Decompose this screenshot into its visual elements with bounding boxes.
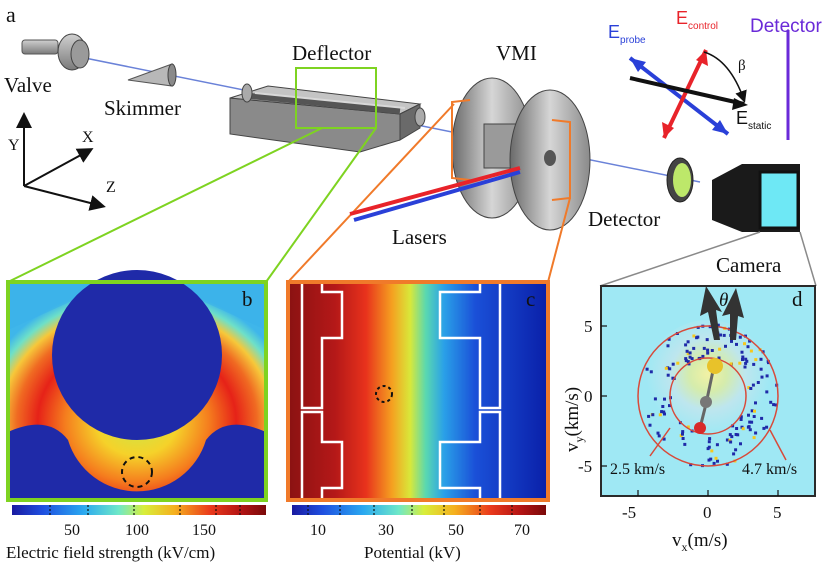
ring-outer-pointer — [769, 429, 787, 461]
colorbar-b-tick-150: 150 — [192, 522, 216, 539]
colorbar-c — [292, 505, 546, 515]
skimmer-label: Skimmer — [104, 96, 181, 120]
x-axis-label: vx(m/s) — [672, 530, 728, 554]
valve-label: Valve — [4, 73, 52, 97]
e-static-sub: static — [748, 121, 771, 132]
panel-label-d: d — [792, 287, 803, 311]
coordinate-axes-icon — [16, 112, 106, 211]
molecule-icon — [694, 358, 723, 434]
x-axis-main: v — [672, 530, 682, 551]
colorbar-c-tick-30: 30 — [378, 522, 394, 539]
deflector-label: Deflector — [292, 41, 371, 65]
upper-electrode-rod — [52, 270, 222, 440]
detector-label: Detector — [588, 207, 660, 231]
panel-c-frame — [286, 280, 550, 502]
colorbar-c-label: Potential (kV) — [364, 543, 461, 562]
axis-z-label: Z — [106, 179, 116, 196]
y-axis-main: v — [562, 442, 583, 452]
potential-map-c — [288, 282, 548, 500]
panel-d: θ d -5 0 5 5 0 -5 vx(m/s) vy(km/s) 2.5 k… — [562, 285, 816, 554]
vmi-bracket-left — [451, 99, 471, 181]
y-axis-label: vy(km/s) — [562, 387, 586, 452]
skimmer-icon — [127, 63, 177, 87]
y-tick-5: 5 — [584, 317, 593, 336]
zoom-line-c-right — [547, 197, 571, 283]
lasers-label: Lasers — [392, 225, 447, 249]
beam-location-marker — [121, 456, 153, 488]
panel-c: c 10 30 50 70 Potential (kV) — [286, 280, 550, 562]
panel-b-frame — [6, 280, 268, 502]
detector-icon — [666, 157, 694, 203]
axis-y-label: Y — [8, 137, 20, 154]
e-control-sub: control — [688, 21, 718, 32]
e-probe-sub: probe — [620, 35, 646, 46]
axis-x-label: X — [82, 129, 94, 146]
ring-outer-label: 4.7 km/s — [742, 461, 797, 478]
zoom-line-b-right — [265, 127, 377, 283]
emission-arrows-icon — [700, 286, 744, 340]
ring-2-5 — [669, 357, 747, 435]
e-probe-vector — [628, 56, 730, 136]
ring-4-7 — [637, 325, 779, 467]
beta-angle-arc — [703, 51, 747, 103]
zoom-line-c-left — [287, 103, 455, 283]
colorbar-c-tick-70: 70 — [514, 522, 530, 539]
panel-label-a: a — [6, 2, 16, 27]
field-vectors-diagram — [628, 30, 790, 140]
e-static-main: E — [736, 108, 748, 128]
e-control-vector — [662, 49, 708, 139]
detector-vector-label: Detector — [750, 16, 822, 37]
lower-electrode — [8, 424, 266, 500]
ring-inner-pointer — [649, 427, 671, 457]
ring-inner-label: 2.5 km/s — [610, 461, 665, 478]
valve-icon — [21, 33, 90, 71]
colorbar-b — [12, 505, 266, 515]
y-axis-rest: (km/s) — [562, 387, 583, 437]
colorbar-b-tick-100: 100 — [125, 522, 149, 539]
deflector-zoom-box — [295, 67, 377, 129]
e-probe-label: Eprobe — [608, 22, 646, 46]
panel-label-c: c — [526, 287, 535, 311]
e-static-label: Estatic — [736, 108, 771, 132]
zoom-line-d-left — [599, 231, 761, 287]
y-axis-sub: y — [572, 437, 586, 443]
deflector-icon — [229, 83, 426, 153]
e-control-label: Econtrol — [676, 8, 718, 32]
vmi-label: VMI — [496, 41, 537, 65]
beta-label: β — [738, 58, 746, 74]
y-tick-0: 0 — [584, 387, 593, 406]
colorbar-b-tick-50: 50 — [64, 522, 80, 539]
x-tick-0: 0 — [703, 503, 712, 522]
colorbar-b-label: Electric field strength (kV/cm) — [6, 543, 215, 562]
e-probe-main: E — [608, 22, 620, 42]
colorbar-c-tick-10: 10 — [310, 522, 326, 539]
colorbar-c-tick-50: 50 — [448, 522, 464, 539]
x-tick-neg5: -5 — [622, 503, 636, 522]
panel-label-b: b — [242, 287, 253, 311]
x-tick-5: 5 — [773, 503, 782, 522]
laser-beams-icon — [349, 166, 521, 222]
x-axis-sub: x — [682, 540, 688, 554]
interaction-region-marker — [375, 385, 393, 403]
y-tick-neg5: -5 — [578, 457, 592, 476]
camera-label: Camera — [716, 253, 782, 277]
x-axis-rest: (m/s) — [688, 530, 728, 551]
camera-icon — [712, 164, 800, 232]
vmi-bracket-right — [551, 119, 571, 201]
e-control-main: E — [676, 8, 688, 28]
zoom-line-d-right — [799, 231, 817, 287]
panel-b: b 50 100 150 Electric field strength (kV… — [6, 270, 268, 562]
e-static-vector — [629, 76, 745, 106]
theta-label: θ — [719, 290, 728, 311]
vmi-electrode-outlines — [300, 284, 502, 498]
zoom-line-b-left — [7, 127, 323, 283]
